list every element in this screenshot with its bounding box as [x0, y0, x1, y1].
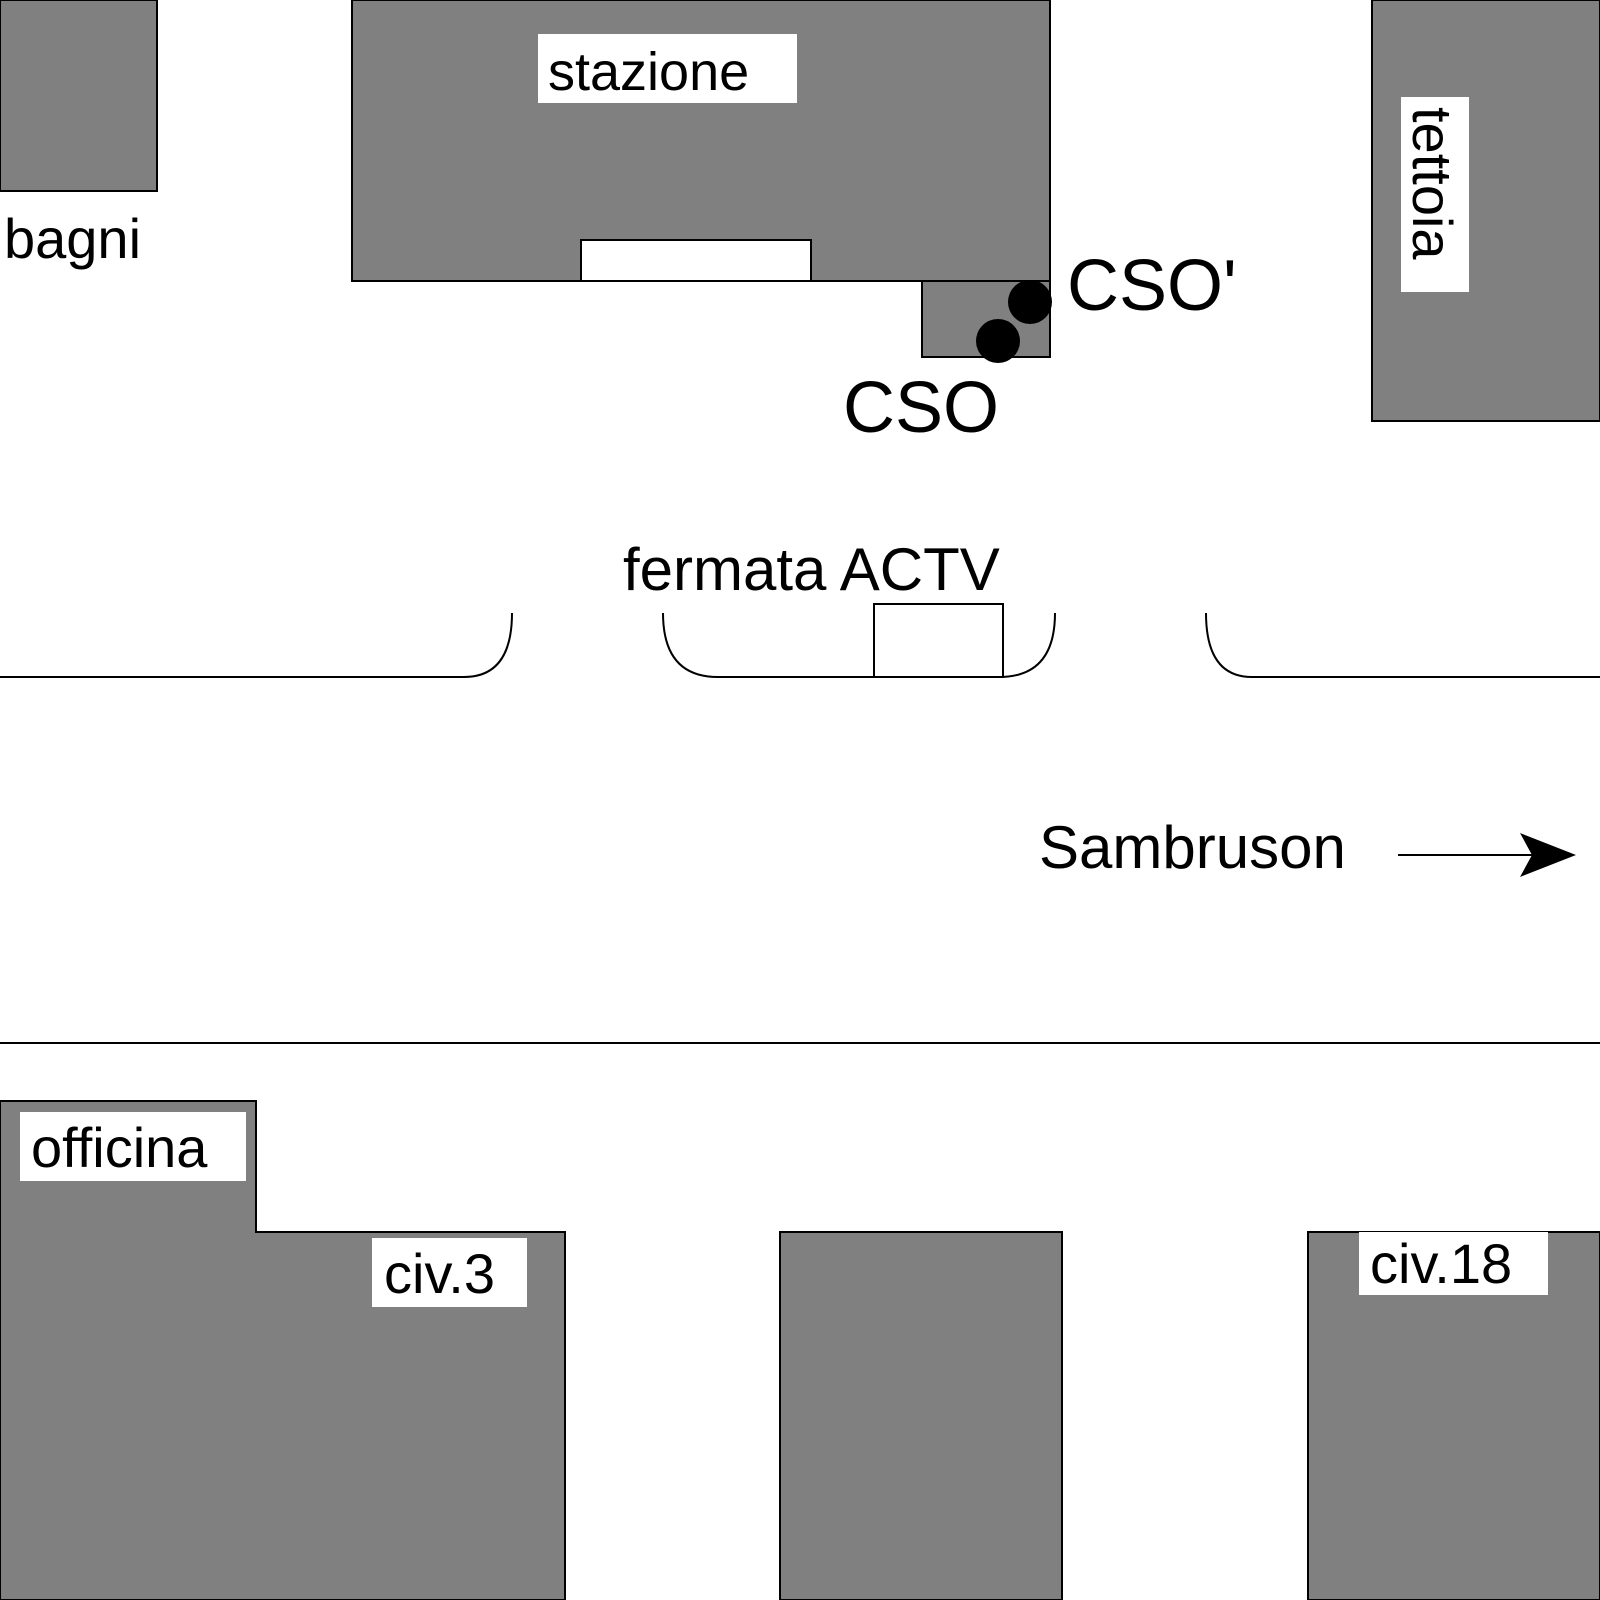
label-bagni: bagni — [4, 207, 141, 270]
road-edge-top-right — [1205, 612, 1600, 678]
label-fermata: fermata ACTV — [623, 536, 1000, 603]
road-edge-top-left — [0, 612, 513, 678]
building-middle — [779, 1231, 1063, 1600]
label-tettoia: tettoia — [1401, 107, 1464, 260]
road-edge-bus-stop-bay — [662, 612, 1056, 678]
label-box-officina — [20, 1112, 246, 1181]
label-box-civ3 — [372, 1238, 527, 1307]
label-sambruson: Sambruson — [1039, 814, 1346, 881]
label-civ3: civ.3 — [384, 1242, 495, 1305]
bus-stop-shelter — [873, 603, 1004, 678]
label-officina: officina — [31, 1116, 208, 1179]
label-civ18: civ.18 — [1370, 1232, 1512, 1295]
cso-prime-point — [1008, 280, 1052, 324]
cso-point — [976, 319, 1020, 363]
stazione-entrance — [580, 239, 812, 282]
label-box-civ18 — [1359, 1232, 1548, 1295]
label-cso: CSO — [843, 368, 999, 448]
label-stazione: stazione — [548, 42, 749, 102]
label-box-stazione — [538, 34, 797, 103]
label-cso-prime: CSO' — [1067, 246, 1237, 326]
arrow-right-icon — [1398, 833, 1576, 877]
building-officina-civ3 — [0, 1100, 566, 1600]
building-bagni — [0, 0, 158, 192]
label-box-tettoia — [1401, 97, 1469, 292]
